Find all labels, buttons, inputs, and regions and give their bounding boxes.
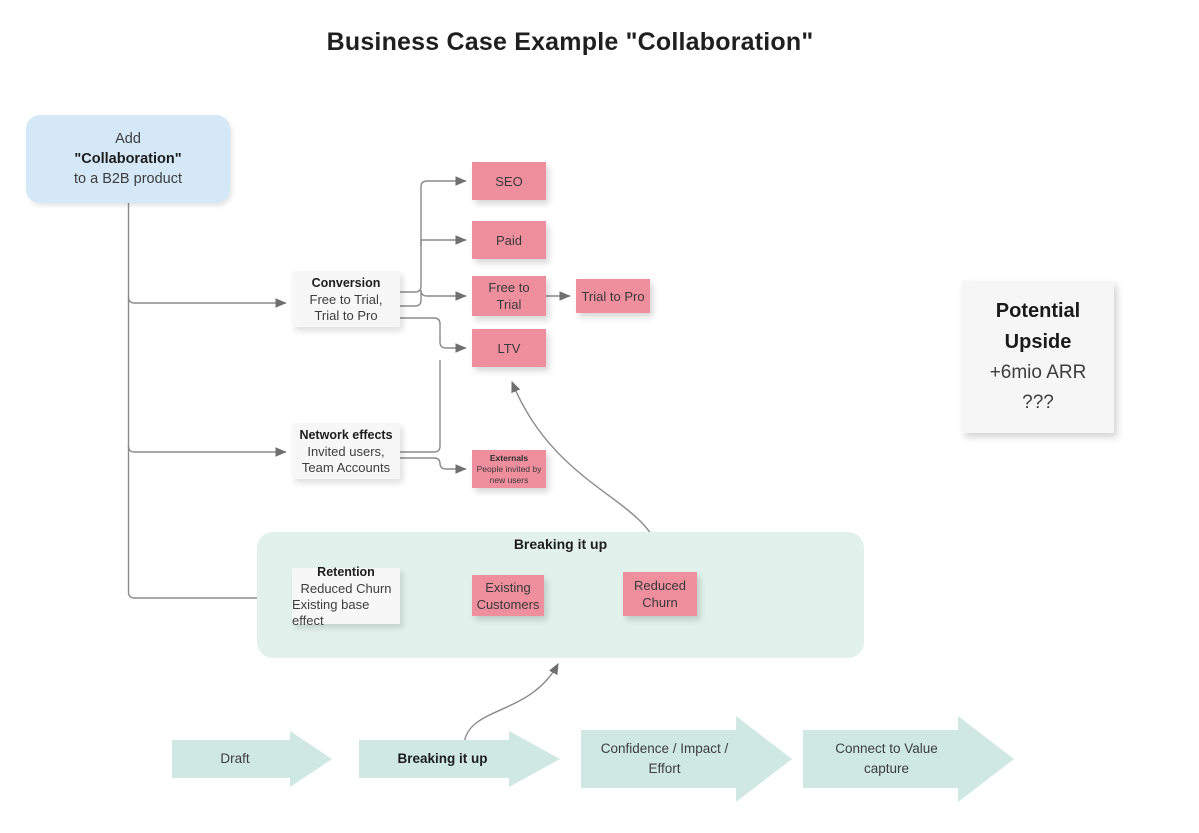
process-step-connect-label: Connect to Value capture <box>835 739 938 779</box>
card-conversion-line2: Trial to Pro <box>314 307 378 323</box>
node-reduced-churn-line2: Churn <box>642 595 678 610</box>
node-externals-line1: People invited by <box>476 463 542 474</box>
start-node-line1: Add <box>115 131 141 147</box>
card-retention-line1: Reduced Churn <box>300 580 392 596</box>
page-title: Business Case Example "Collaboration" <box>326 28 814 56</box>
process-step-draft-label: Draft <box>220 751 250 766</box>
potential-upside-uncertainty: ??? <box>1022 392 1054 413</box>
process-step-connect-line1: Connect to Value <box>835 741 938 756</box>
card-retention-line2: Existing base effect <box>292 596 370 628</box>
potential-upside-value: +6mio ARR <box>989 362 1087 383</box>
process-step-connect-to-value-capture[interactable]: Connect to Value capture <box>803 716 1014 802</box>
potential-upside-card[interactable]: Potential Upside +6mio ARR ??? <box>962 281 1114 433</box>
potential-upside-heading-line1: Potential <box>995 300 1081 322</box>
start-node-add-collaboration[interactable]: Add "Collaboration" to a B2B product <box>26 115 230 203</box>
process-step-confidence-line2: Effort <box>648 761 681 776</box>
card-conversion[interactable]: Conversion Free to Trial, Trial to Pro <box>292 271 400 327</box>
node-free-to-trial-line1: Free to <box>488 280 530 295</box>
process-step-draft[interactable]: Draft <box>172 731 332 787</box>
start-node-line3: to a B2B product <box>73 171 182 187</box>
node-seo-label: SEO <box>495 173 523 189</box>
start-node-line2: "Collaboration" <box>74 151 182 167</box>
node-trial-to-pro-label: Trial to Pro <box>581 288 645 304</box>
node-seo[interactable]: SEO <box>472 162 546 200</box>
process-step-confidence-impact-effort-label: Confidence / Impact / Effort <box>601 739 729 779</box>
card-retention[interactable]: Retention Reduced Churn Existing base ef… <box>292 565 400 628</box>
node-externals-heading: Externals <box>489 452 529 463</box>
node-existing-customers[interactable]: Existing Customers <box>472 575 544 616</box>
node-existing-customers-line2: Customers <box>476 596 540 612</box>
node-reduced-churn-line1: Reduced <box>633 578 687 593</box>
process-step-confidence-impact-effort[interactable]: Confidence / Impact / Effort <box>581 716 792 802</box>
node-paid-label: Paid <box>495 232 523 248</box>
card-network-effects-line1: Invited users, <box>307 443 385 459</box>
card-conversion-heading: Conversion <box>311 275 381 290</box>
card-retention-heading: Retention <box>317 564 375 579</box>
node-trial-to-pro[interactable]: Trial to Pro <box>576 279 650 313</box>
process-step-breaking-it-up-label: Breaking it up <box>397 751 488 766</box>
node-externals-line2: new users <box>489 474 529 485</box>
node-reduced-churn[interactable]: Reduced Churn <box>623 572 697 616</box>
node-ltv[interactable]: LTV <box>472 329 546 367</box>
process-step-connect-line2: capture <box>863 761 909 776</box>
node-externals[interactable]: Externals People invited by new users <box>472 450 546 488</box>
card-conversion-line1: Free to Trial, <box>309 291 383 307</box>
card-network-effects-line2: Team Accounts <box>301 459 391 475</box>
card-network-effects-heading: Network effects <box>299 427 393 442</box>
group-breaking-it-up-title: Breaking it up <box>513 536 608 552</box>
node-existing-customers-line1: Existing <box>485 579 531 595</box>
node-paid[interactable]: Paid <box>472 221 546 259</box>
process-step-breaking-it-up[interactable]: Breaking it up <box>359 731 560 787</box>
potential-upside-heading-line2: Upside <box>1004 331 1072 353</box>
node-free-to-trial[interactable]: Free to Trial <box>472 276 546 316</box>
node-free-to-trial-line2: Trial <box>496 297 522 312</box>
card-network-effects[interactable]: Network effects Invited users, Team Acco… <box>292 423 400 479</box>
node-ltv-label: LTV <box>497 340 521 356</box>
process-step-confidence-line1: Confidence / Impact / <box>600 741 729 756</box>
